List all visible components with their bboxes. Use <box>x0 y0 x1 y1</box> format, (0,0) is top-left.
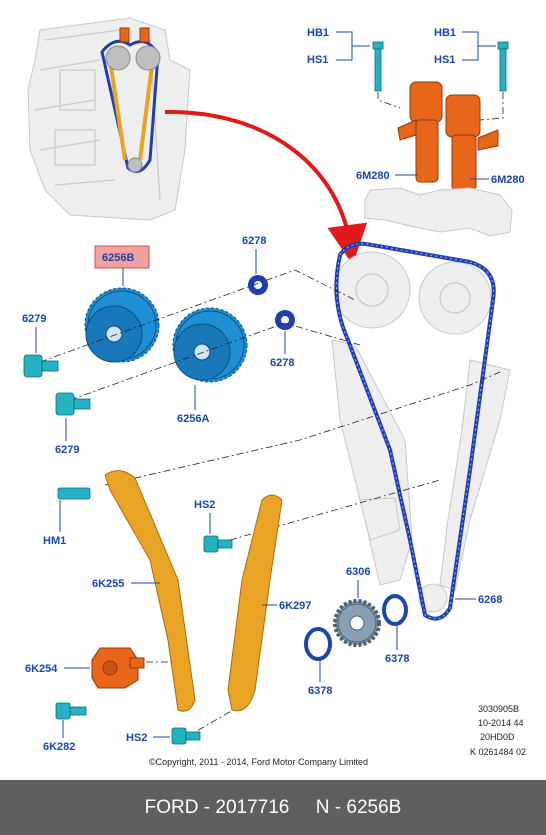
label-hs2-top: HS2 <box>194 499 215 511</box>
bolt-6279-bottom <box>55 392 91 416</box>
seal-6278-bottom <box>275 310 295 330</box>
label-6278-top: 6278 <box>242 235 266 247</box>
ref-code-2: 10-2014 44 <box>478 718 524 728</box>
label-6279-top: 6279 <box>22 313 46 325</box>
engine-overview-illustration <box>27 17 191 221</box>
label-6378-right: 6378 <box>385 653 409 665</box>
seal-6378-left <box>304 627 332 661</box>
label-hb1-right: HB1 <box>434 27 456 39</box>
seal-6378-right <box>382 594 408 626</box>
label-6k254: 6K254 <box>25 663 58 675</box>
bolt-6k282 <box>55 702 87 720</box>
bolt-hs2-bottom <box>171 727 201 745</box>
crankshaft-sprocket-6306 <box>333 599 381 647</box>
label-6m280-right: 6M280 <box>491 174 525 186</box>
label-hm1: HM1 <box>43 535 66 547</box>
timing-ghost <box>331 251 511 613</box>
chain-guide-6k297 <box>227 494 283 712</box>
ref-code-1: 3030905B <box>478 704 519 714</box>
bolt-hs2-top <box>203 535 233 553</box>
ref-code-3: 20HD0D <box>480 732 515 742</box>
exploded-view-diagram: HB1 HS1 HB1 HS1 6M280 6M280 6256B <box>22 17 526 767</box>
cylinder-head-fragment <box>364 187 513 237</box>
camshaft-gear-6256a <box>172 307 248 383</box>
label-6k255: 6K255 <box>92 578 124 590</box>
callout-arrow <box>164 109 368 265</box>
label-6279-bottom: 6279 <box>55 444 79 456</box>
diagram-canvas: HB1 HS1 HB1 HS1 6M280 6M280 6256B <box>22 17 526 767</box>
label-hs2-bottom: HS2 <box>126 732 147 744</box>
label-6k282: 6K282 <box>43 741 75 753</box>
copyright-text: ©Copyright, 2011 - 2014, Ford Motor Comp… <box>149 757 368 767</box>
label-6256a: 6256A <box>177 413 209 425</box>
pin-hm1 <box>57 487 91 500</box>
footer-spacer <box>289 797 315 819</box>
label-6268: 6268 <box>478 594 502 606</box>
camshaft-gear-6256b <box>84 287 160 363</box>
seal-6278-top <box>248 275 268 295</box>
footer-ref: N - 6256B <box>315 796 402 818</box>
label-6k297: 6K297 <box>279 600 311 612</box>
footer-bar: FORD - 2017716 N - 6256B <box>0 780 546 835</box>
label-hs1-right: HS1 <box>434 54 455 66</box>
label-hs1-left: HS1 <box>307 54 328 66</box>
ref-code-4: K 0261484 02 <box>470 747 526 757</box>
solenoid-right <box>445 94 499 191</box>
label-6306: 6306 <box>346 566 370 578</box>
tensioner-6k254 <box>91 647 145 689</box>
highlight-6256b <box>94 245 150 269</box>
label-hb1-left: HB1 <box>307 27 329 39</box>
solenoid-left <box>397 81 443 183</box>
footer-brand-part: FORD - 2017716 <box>144 796 290 818</box>
label-6278-bottom: 6278 <box>270 357 294 369</box>
label-6256b: 6256B <box>102 252 134 264</box>
bolt-6279-top <box>23 354 59 378</box>
label-6378-left: 6378 <box>308 685 332 697</box>
bolt-hb1-hs1-right <box>497 41 509 92</box>
label-6m280-left: 6M280 <box>356 170 390 182</box>
chain-guide-6k255 <box>104 470 196 712</box>
bolt-hb1-hs1-left <box>372 41 384 92</box>
